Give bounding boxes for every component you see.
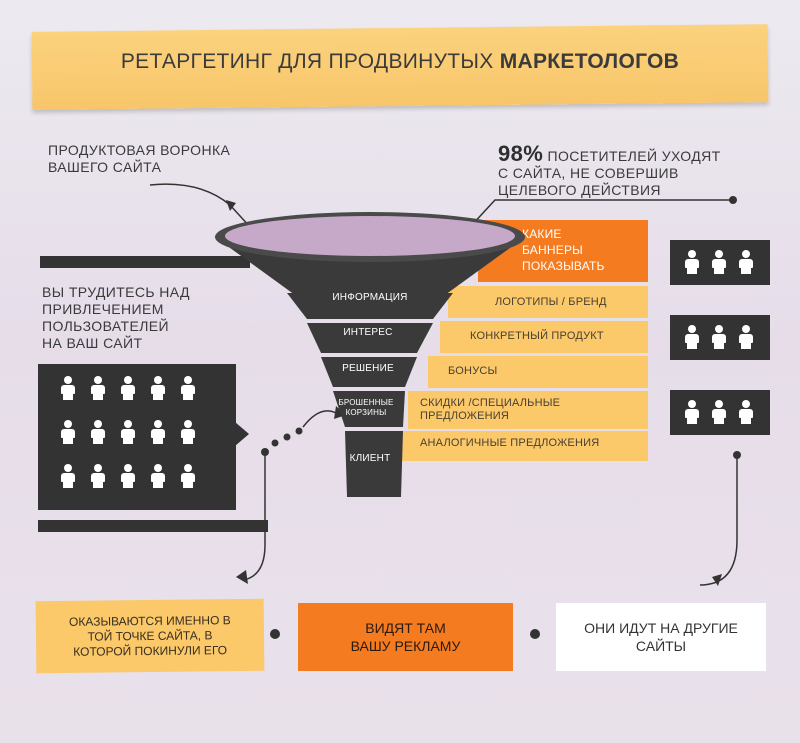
stage-abandoned-line2: КОРЗИНЫ xyxy=(345,408,387,417)
person-icon xyxy=(148,420,168,444)
person-icon xyxy=(178,376,198,400)
other-sites-line2: САЙТЫ xyxy=(635,638,687,654)
funnel-top xyxy=(225,216,515,256)
person-icon xyxy=(88,464,108,488)
stage-client: КЛИЕНТ xyxy=(349,453,391,464)
funnel-caption-line2: ВАШЕГО САЙТА xyxy=(48,159,162,175)
banner-question-text: КАКИЕ БАННЕРЫ ПОКАЗЫВАТЬ xyxy=(522,226,642,274)
dot-icon xyxy=(530,629,540,639)
person-icon xyxy=(58,376,78,400)
arrow-icon xyxy=(236,570,248,584)
dot-icon xyxy=(729,196,737,204)
person-icon xyxy=(178,420,198,444)
banner-question-line1: КАКИЕ xyxy=(522,227,562,241)
person-icon xyxy=(736,325,756,349)
dot-icon xyxy=(733,451,741,459)
box-other-sites: ОНИ ИДУТ НА ДРУГИЕ САЙТЫ xyxy=(556,603,766,671)
banner-discounts-line1: СКИДКИ /СПЕЦИАЛЬНЫЕ xyxy=(420,397,561,409)
stage-row-bg xyxy=(448,286,648,318)
exit-caption-line1: ПОСЕТИТЕЛЕЙ УХОДЯТ xyxy=(547,148,721,164)
exit-percent: 98% xyxy=(498,141,544,166)
stage-abandoned-carts: БРОШЕННЫЕ КОРЗИНЫ xyxy=(335,398,397,418)
return-line1: ОКАЗЫВАЮТСЯ ИМЕННО В xyxy=(68,612,231,629)
see-ads-line1: ВИДЯТ ТАМ xyxy=(365,620,446,636)
person-icon xyxy=(118,420,138,444)
person-icon xyxy=(58,420,78,444)
title-part-2: МАРКЕТОЛОГОВ xyxy=(499,50,680,73)
see-ads-line2: ВАШУ РЕКЛАМУ xyxy=(350,638,461,654)
attract-line3: ПОЛЬЗОВАТЕЛЕЙ xyxy=(42,318,169,334)
person-icon xyxy=(736,250,756,274)
title-part-1: РЕТАРГЕТИНГ ДЛЯ ПРОДВИНУТЫХ xyxy=(120,50,494,73)
person-icon xyxy=(682,325,702,349)
users-grid xyxy=(56,372,226,502)
funnel-caption-line1: ПРОДУКТОВАЯ ВОРОНКА xyxy=(48,142,231,158)
banner-discounts-line2: ПРЕДЛОЖЕНИЯ xyxy=(420,410,510,422)
dot-icon xyxy=(270,629,280,639)
other-sites-line1: ОНИ ИДУТ НА ДРУГИЕ xyxy=(584,620,738,636)
banner-question-line2: БАННЕРЫ xyxy=(522,243,583,257)
person-icon xyxy=(709,250,729,274)
person-icon xyxy=(88,376,108,400)
person-icon xyxy=(118,464,138,488)
banner-bonuses: БОНУСЫ xyxy=(448,365,498,377)
attract-line4: НА ВАШ САЙТ xyxy=(42,335,143,351)
attract-line2: ПРИВЛЕЧЕНИЕМ xyxy=(42,301,164,317)
person-icon xyxy=(178,464,198,488)
leaving-users-grid xyxy=(670,240,770,440)
arrow-icon xyxy=(712,574,722,586)
person-icon xyxy=(148,376,168,400)
stage-abandoned-line1: БРОШЕННЫЕ xyxy=(338,398,394,407)
arrow-icon xyxy=(226,200,236,211)
box-return-point: ОКАЗЫВАЮТСЯ ИМЕННО В ТОЙ ТОЧКЕ САЙТА, В … xyxy=(35,598,265,674)
right-connector xyxy=(699,455,738,586)
stage-row-bg xyxy=(428,356,648,388)
users-group-pointer xyxy=(235,422,249,446)
stage-row-bg xyxy=(408,391,648,429)
divider-bar xyxy=(40,256,250,268)
banner-product: КОНКРЕТНЫЙ ПРОДУКТ xyxy=(470,330,604,342)
stage-decision: РЕШЕНИЕ xyxy=(342,363,394,374)
exit-caption-line2: С САЙТА, НЕ СОВЕРШИВ xyxy=(498,165,679,181)
left-connector xyxy=(243,455,266,581)
person-icon xyxy=(709,400,729,424)
banner-discounts: СКИДКИ /СПЕЦИАЛЬНЫЕ ПРЕДЛОЖЕНИЯ xyxy=(420,397,560,423)
attract-line1: ВЫ ТРУДИТЕСЬ НАД xyxy=(42,284,190,300)
exit-caption-line3: ЦЕЛЕВОГО ДЕЙСТВИЯ xyxy=(498,182,661,198)
dot-icon xyxy=(283,433,291,441)
banner-similar: АНАЛОГИЧНЫЕ ПРЕДЛОЖЕНИЯ xyxy=(420,437,600,449)
person-icon xyxy=(118,376,138,400)
dot-icon xyxy=(295,427,303,435)
person-icon xyxy=(88,420,108,444)
funnel-caption: ПРОДУКТОВАЯ ВОРОНКА ВАШЕГО САЙТА xyxy=(48,142,230,176)
return-line2: ТОЙ ТОЧКЕ САЙТА, В xyxy=(87,627,213,644)
stage-information: ИНФОРМАЦИЯ xyxy=(332,292,408,303)
person-icon xyxy=(148,464,168,488)
stage-row-bg xyxy=(402,431,648,461)
divider-bar xyxy=(38,520,268,532)
banner-question-line3: ПОКАЗЫВАТЬ xyxy=(522,259,605,273)
funnel xyxy=(215,212,525,497)
person-icon xyxy=(682,250,702,274)
attract-users-text: ВЫ ТРУДИТЕСЬ НАД ПРИВЛЕЧЕНИЕМ ПОЛЬЗОВАТЕ… xyxy=(42,284,190,352)
return-line3: КОТОРОЙ ПОКИНУЛИ ЕГО xyxy=(73,642,228,659)
stage-row-bg xyxy=(440,321,648,353)
box-see-ads: ВИДЯТ ТАМ ВАШУ РЕКЛАМУ xyxy=(298,603,513,671)
stage-interest: ИНТЕРЕС xyxy=(343,327,393,338)
exit-stat-caption: 98% ПОСЕТИТЕЛЕЙ УХОДЯТ С САЙТА, НЕ СОВЕР… xyxy=(498,143,758,199)
dot-icon xyxy=(261,448,269,456)
person-icon xyxy=(709,325,729,349)
person-icon xyxy=(58,464,78,488)
banner-logos: ЛОГОТИПЫ / БРЕНД xyxy=(495,296,607,308)
dot-icon xyxy=(271,439,279,447)
person-icon xyxy=(682,400,702,424)
page-title: РЕТАРГЕТИНГ ДЛЯ ПРОДВИНУТЫХ МАРКЕТОЛОГОВ xyxy=(32,50,768,74)
person-icon xyxy=(736,400,756,424)
